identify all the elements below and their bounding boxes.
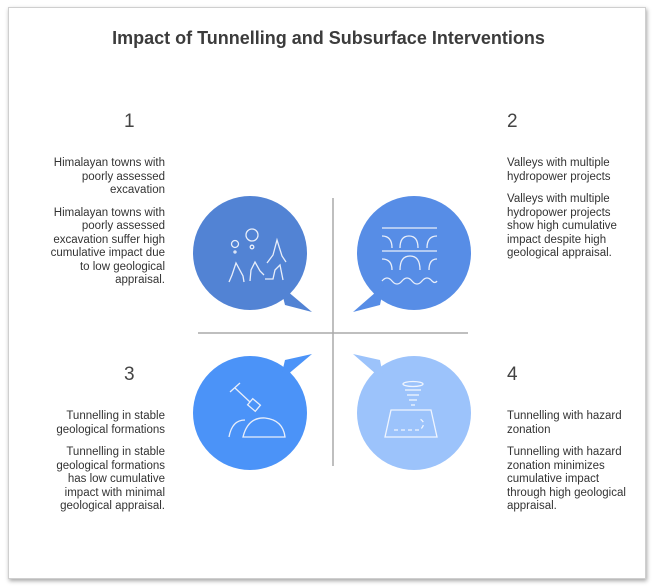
quadrant-2-bubble [353,196,471,312]
shovel-mound-icon [228,382,286,438]
quadrant-1-text: Himalayan towns with poorly assessed exc… [40,157,165,297]
quadrant-1-heading: Himalayan towns with poorly assessed exc… [53,157,165,196]
quadrant-3-heading: Tunnelling in stable geological formatio… [56,410,165,436]
quadrant-4-bubble [353,354,471,470]
quadrant-3-number: 3 [124,364,135,385]
quadrant-4-text: Tunnelling with hazard zonation Tunnelli… [507,410,632,523]
quadrant-3-bubble [193,354,312,470]
diagram-title: Impact of Tunnelling and Subsurface Inte… [112,28,545,48]
quadrant-3-text: Tunnelling in stable geological formatio… [40,410,165,523]
quadrant-2-text: Valleys with multiple hydropower project… [507,157,632,270]
diagram-frame [8,7,646,579]
tornado-map-icon [384,380,438,438]
quadrant-4-number: 4 [507,364,518,385]
quadrant-1-bubble [193,196,312,312]
quadrant-1-number: 1 [124,111,135,132]
quadrant-4-heading: Tunnelling with hazard zonation [507,410,622,436]
dam-bridge-water-icon [381,227,438,285]
quadrant-4-description: Tunnelling with hazard zonation minimize… [507,446,626,512]
quadrant-2-heading: Valleys with multiple hydropower project… [507,157,611,183]
quadrant-2-description: Valleys with multiple hydropower project… [507,193,617,259]
quadrant-3-description: Tunnelling in stable geological formatio… [56,446,165,512]
quadrant-1-description: Himalayan towns with poorly assessed exc… [50,206,165,287]
mountain-town-balloons-icon [228,228,287,283]
quadrant-2-number: 2 [507,111,518,132]
